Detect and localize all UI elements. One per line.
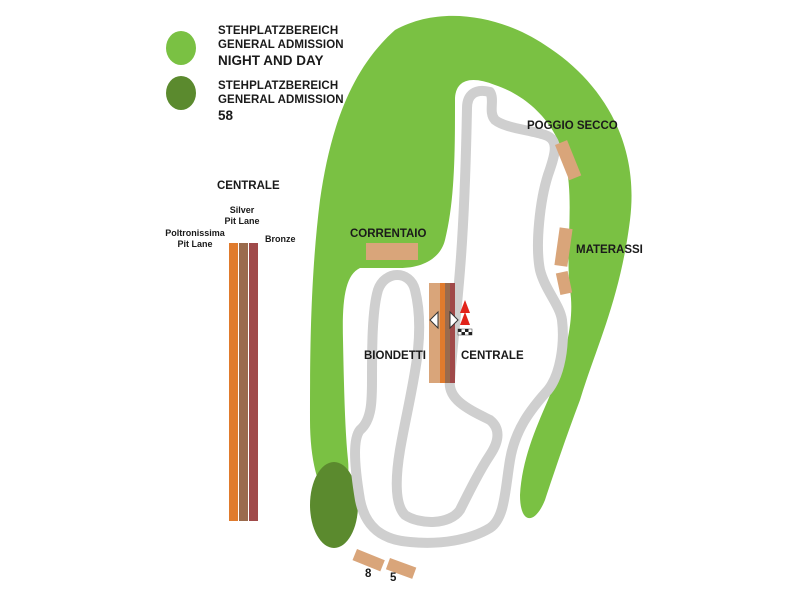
centrale-detail-poltronissima-bar [229, 243, 238, 521]
poltronissima-line1: Poltronissima [165, 228, 225, 238]
general-admission-58-area[interactable] [310, 462, 358, 548]
centrale-detail-title: CENTRALE [217, 180, 280, 192]
legend-58-line2: GENERAL ADMISSION [218, 94, 344, 106]
centrale-detail-poltronissima-label: Poltronissima Pit Lane [162, 228, 228, 250]
direction-arrow-icon [429, 310, 459, 330]
silver-line1: Silver [229, 205, 255, 215]
legend-night-and-day-line2: GENERAL ADMISSION [218, 39, 344, 51]
poggio-secco-stand[interactable] [555, 140, 582, 181]
poggio-secco-label: POGGIO SECCO [527, 120, 618, 132]
legend-night-and-day-line3: NIGHT AND DAY [218, 53, 324, 68]
silver-line2: Pit Lane [224, 216, 260, 226]
stand-5[interactable] [385, 558, 417, 579]
centrale-detail-silver-label: Silver Pit Lane [222, 205, 262, 227]
centrale-label: CENTRALE [461, 350, 524, 362]
correntaio-label: CORRENTAIO [350, 228, 427, 240]
centrale-detail-silver-bar [239, 243, 248, 521]
materassi-stand-lower[interactable] [555, 270, 573, 296]
race-track [350, 85, 568, 548]
biondetti-label: BIONDETTI [364, 350, 426, 362]
legend-58-line3: 58 [218, 108, 234, 123]
start-finish-icon [457, 300, 473, 336]
legend-58-swatch [166, 76, 196, 110]
biondetti-stand[interactable] [429, 283, 440, 383]
materassi-stand-upper[interactable] [554, 227, 573, 267]
poltronissima-line2: Pit Lane [177, 239, 213, 249]
centrale-stand-poltronissima[interactable] [440, 283, 445, 383]
centrale-detail-bronze-label: Bronze [265, 234, 296, 244]
legend-night-and-day-line1: STEHPLATZBEREICH [218, 25, 339, 37]
stand-8[interactable] [352, 549, 385, 572]
centrale-stand-bronze[interactable] [450, 283, 455, 383]
legend-night-and-day-swatch [166, 31, 196, 65]
stand-8-label: 8 [365, 568, 372, 580]
centrale-detail-bronze-bar [249, 243, 258, 521]
materassi-label: MATERASSI [576, 244, 643, 256]
stand-5-label: 5 [390, 572, 397, 584]
legend-58-line1: STEHPLATZBEREICH [218, 80, 339, 92]
centrale-stand-silver[interactable] [445, 283, 450, 383]
correntaio-stand[interactable] [366, 243, 418, 260]
